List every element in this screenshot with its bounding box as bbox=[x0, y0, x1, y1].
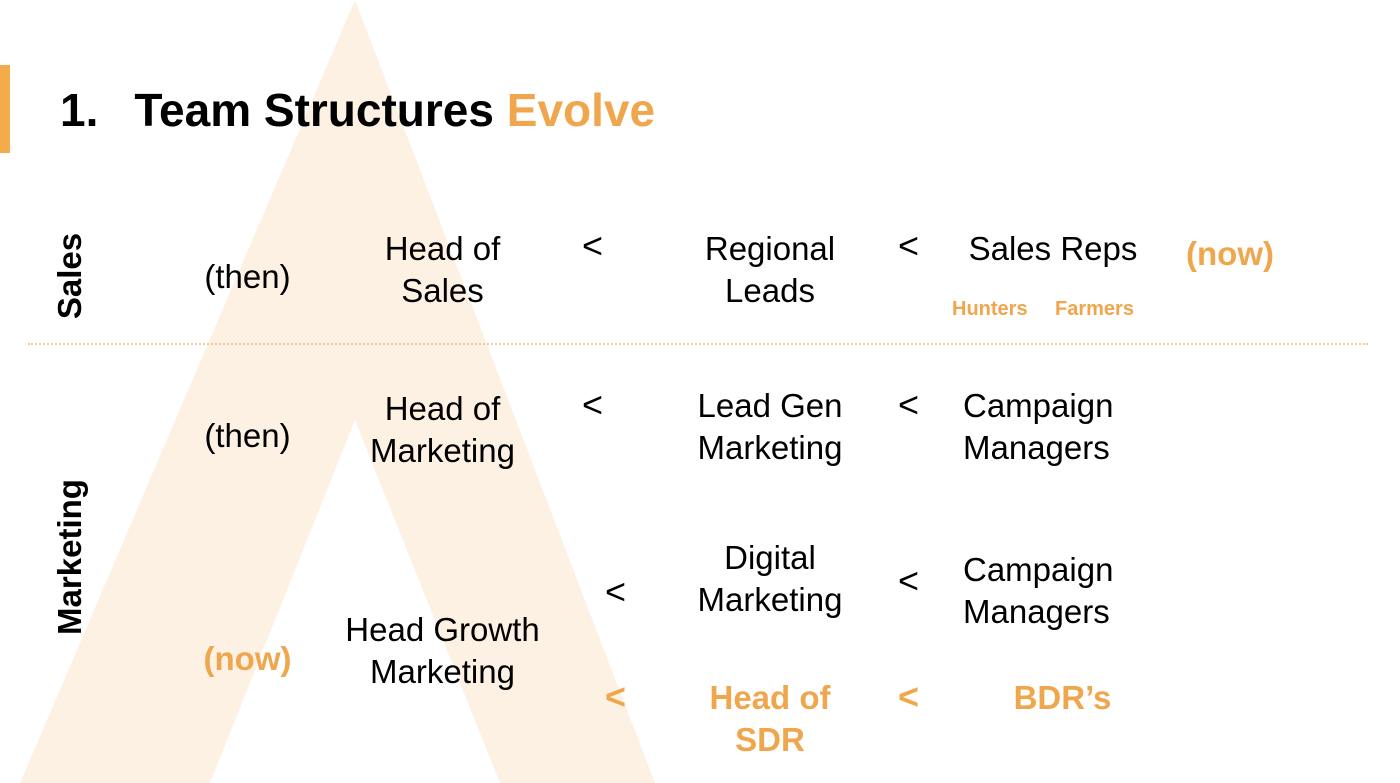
sales-then-label: (then) bbox=[204, 258, 291, 295]
sales-reps: Sales Reps bbox=[968, 230, 1138, 267]
title-accent: Evolve bbox=[506, 84, 656, 136]
slide-title: 1. Team Structures Evolve bbox=[60, 80, 655, 140]
marketing-then-less-than-1: < bbox=[582, 384, 604, 425]
marketing-now-less-than-2: < bbox=[898, 560, 920, 601]
marketing-now-bdrs: BDR’s bbox=[1013, 679, 1112, 716]
sales-now-label: (now) bbox=[1186, 235, 1274, 272]
section-label-marketing: Marketing bbox=[51, 479, 88, 635]
title-number: 1. bbox=[60, 84, 99, 136]
marketing-now-right: Campaign Managers bbox=[963, 551, 1114, 630]
marketing-then-less-than-2: < bbox=[898, 384, 920, 425]
sales-middle: Regional Leads bbox=[704, 230, 836, 309]
marketing-now-label: (now) bbox=[203, 640, 292, 677]
marketing-then-right: Campaign Managers bbox=[963, 387, 1114, 466]
marketing-now-middle: Digital Marketing bbox=[697, 539, 843, 618]
sales-farmers: Farmers bbox=[1055, 298, 1134, 320]
marketing-then-head: Head of Marketing bbox=[370, 390, 515, 469]
marketing-now-less-than-3: < bbox=[605, 676, 627, 717]
section-divider bbox=[28, 343, 1368, 345]
marketing-now-head-of-sdr: Head of SDR bbox=[709, 679, 831, 758]
sales-less-than-1: < bbox=[582, 225, 604, 266]
sales-less-than-2: < bbox=[898, 225, 920, 266]
marketing-then-label: (then) bbox=[204, 417, 291, 454]
background-triangle-inner bbox=[210, 420, 500, 783]
accent-bar bbox=[0, 65, 10, 153]
marketing-now-less-than-1: < bbox=[605, 571, 627, 612]
marketing-then-middle: Lead Gen Marketing bbox=[697, 387, 843, 466]
marketing-now-head: Head Growth Marketing bbox=[345, 611, 540, 690]
marketing-now-less-than-4: < bbox=[898, 676, 920, 717]
title-main: Team Structures bbox=[134, 84, 494, 136]
sales-head: Head of Sales bbox=[384, 230, 501, 309]
sales-hunters: Hunters bbox=[952, 298, 1028, 320]
section-label-sales: Sales bbox=[51, 232, 88, 320]
